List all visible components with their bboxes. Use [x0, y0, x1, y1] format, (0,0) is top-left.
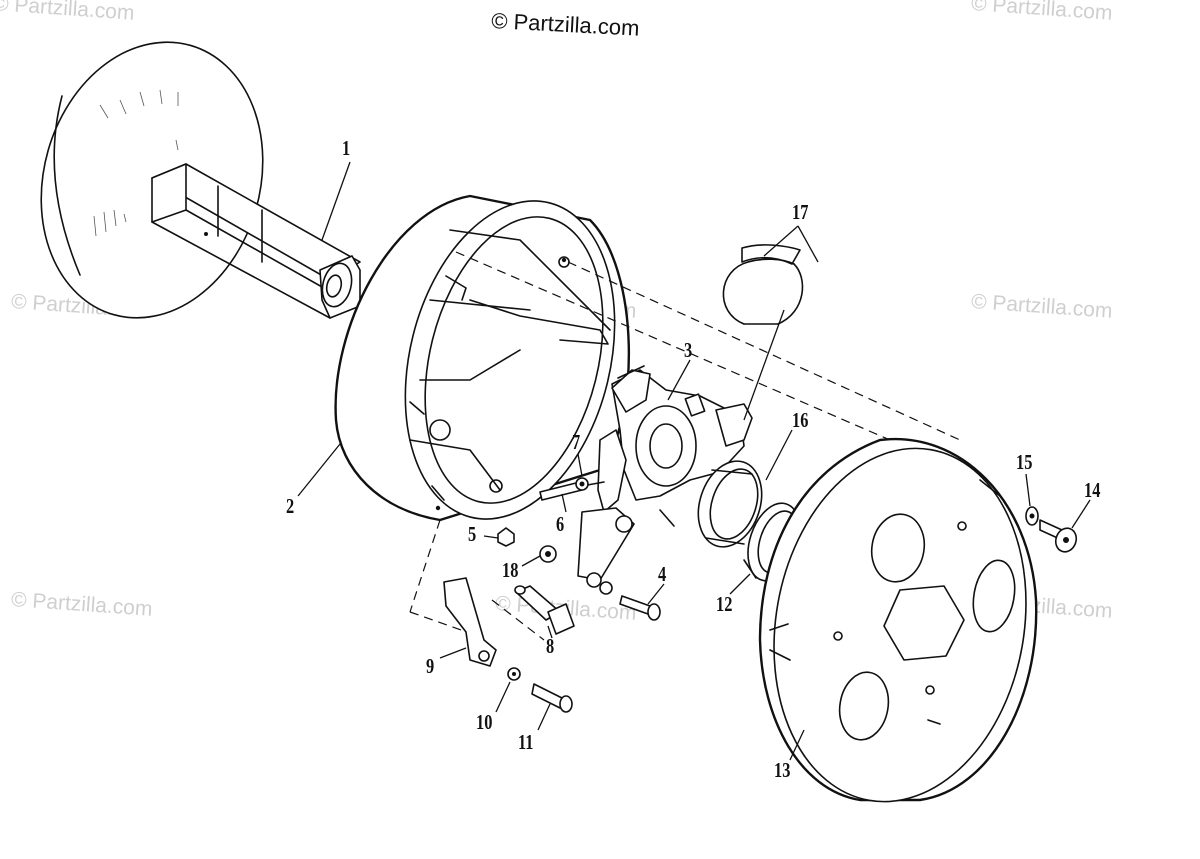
callout-4: 4 — [658, 562, 667, 586]
leader-lines — [297, 161, 1091, 761]
callout-16: 16 — [792, 408, 809, 432]
callout-11: 11 — [518, 730, 534, 754]
callout-13: 13 — [774, 758, 791, 782]
callout-6: 6 — [556, 512, 565, 536]
part-4-bolt — [599, 581, 661, 621]
callout-1: 1 — [342, 136, 351, 160]
callout-12: 12 — [716, 592, 733, 616]
callout-10: 10 — [476, 710, 493, 734]
part-6-7-bolt-nut — [539, 477, 589, 501]
part-18-washer — [539, 545, 557, 563]
part-15-washer — [1025, 506, 1039, 526]
part-8-pin — [514, 585, 575, 635]
part-17-snap-ring — [722, 244, 804, 325]
part-1-drive-sheave — [40, 41, 361, 319]
callout-9: 9 — [426, 654, 435, 678]
callout-15: 15 — [1016, 450, 1033, 474]
part-13-clutch-drum — [758, 437, 1038, 803]
part-2-housing-drum — [334, 194, 631, 522]
part-14-bolt — [1039, 519, 1078, 553]
callout-3: 3 — [684, 338, 693, 362]
callout-14: 14 — [1084, 478, 1101, 502]
callout-7: 7 — [572, 430, 581, 454]
part-3-spider-assembly — [577, 365, 753, 588]
callout-8: 8 — [546, 634, 555, 658]
part-5-nut — [497, 527, 515, 547]
callout-5: 5 — [468, 522, 477, 546]
part-11-bolt — [531, 683, 573, 713]
callout-18: 18 — [502, 558, 519, 582]
part-16-bushing — [697, 460, 763, 548]
part-9-bracket — [443, 577, 497, 667]
part-10-washer — [507, 667, 521, 681]
callout-17: 17 — [792, 200, 809, 224]
callout-2: 2 — [286, 494, 295, 518]
